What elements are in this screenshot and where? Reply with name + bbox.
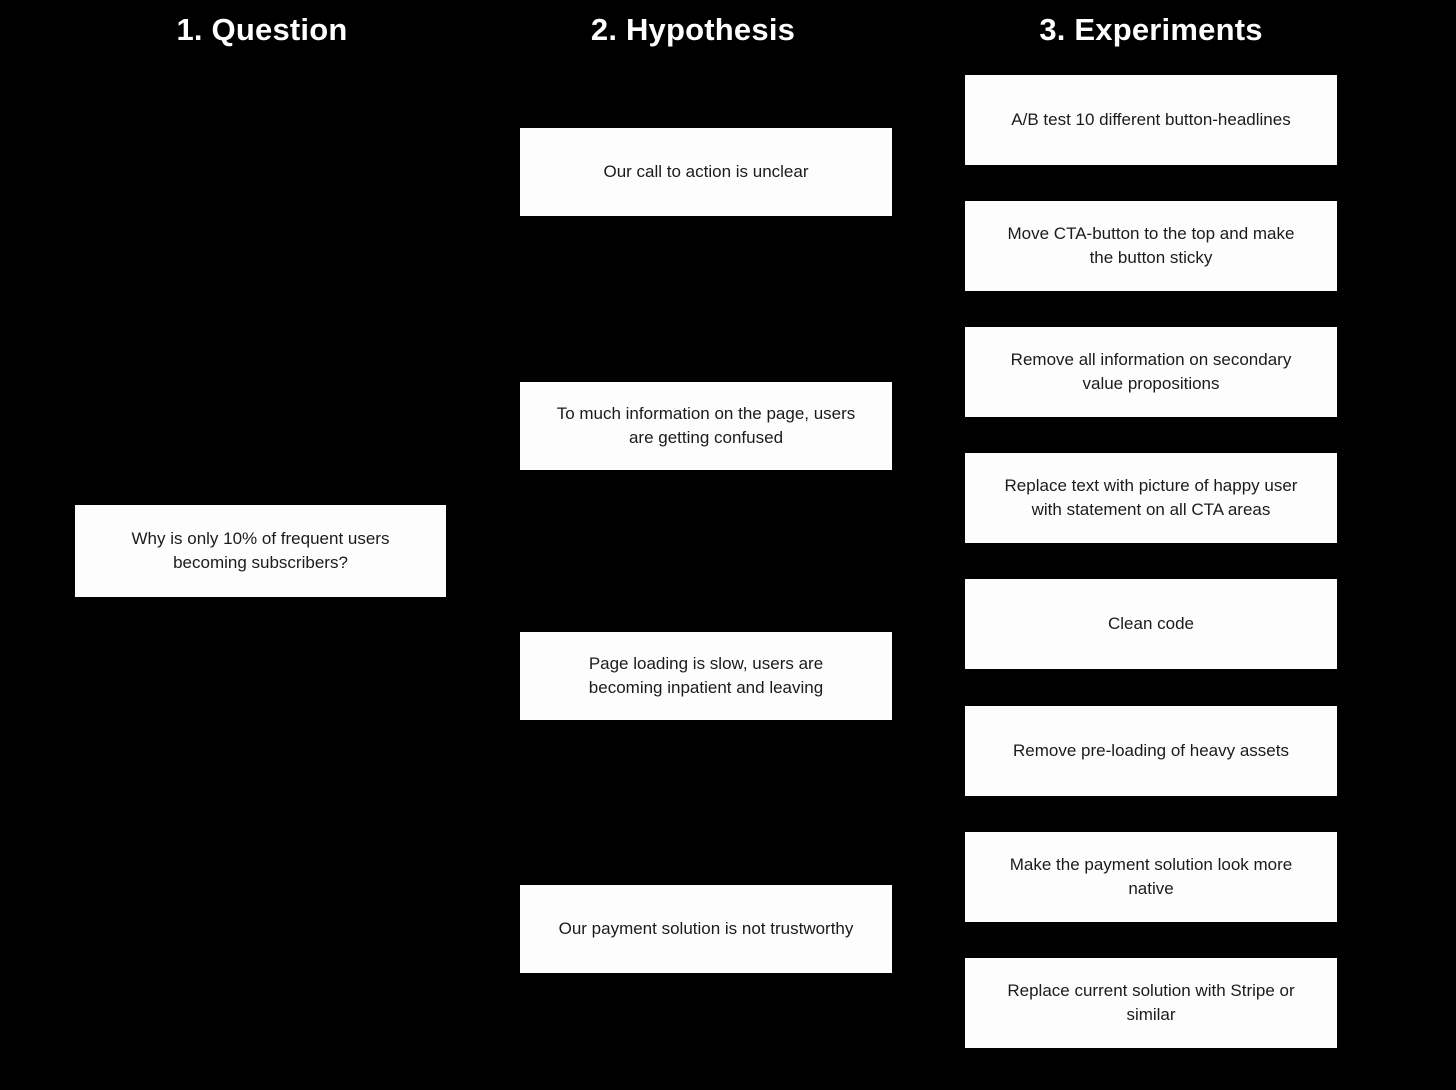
hypothesis-node-4: Our payment solution is not trustworthy — [520, 885, 892, 973]
column-header-hypothesis: 2. Hypothesis — [590, 12, 796, 47]
hypothesis-node-3-text: Page loading is slow, users are becoming… — [588, 654, 824, 697]
experiment-node-3: Remove all information on secondary valu… — [965, 327, 1337, 417]
column-header-question: 1. Question — [176, 12, 348, 47]
question-node: Why is only 10% of frequent users becomi… — [75, 505, 446, 597]
experiment-node-8: Replace current solution with Stripe or … — [965, 958, 1337, 1048]
experiment-node-6: Remove pre-loading of heavy assets — [965, 706, 1337, 796]
experiment-node-8-text: Replace current solution with Stripe or … — [1007, 981, 1295, 1024]
experiment-node-7: Make the payment solution look more nati… — [965, 832, 1337, 922]
experiment-node-5: Clean code — [965, 579, 1337, 669]
hypothesis-node-1: Our call to action is unclear — [520, 128, 892, 216]
hypothesis-node-2: To much information on the page, users a… — [520, 382, 892, 470]
experiment-node-3-text: Remove all information on secondary valu… — [1010, 350, 1292, 393]
hypothesis-node-3: Page loading is slow, users are becoming… — [520, 632, 892, 720]
hypothesis-node-4-text: Our payment solution is not trustworthy — [558, 919, 854, 938]
experiment-node-1-text: A/B test 10 different button-headlines — [1011, 110, 1291, 129]
question-node-text: Why is only 10% of frequent users becomi… — [131, 529, 390, 572]
experiment-node-7-text: Make the payment solution look more nati… — [1009, 855, 1293, 898]
hypothesis-node-2-text: To much information on the page, users a… — [556, 404, 856, 447]
experiment-node-5-text: Clean code — [1107, 614, 1194, 633]
experiment-node-4: Replace text with picture of happy user … — [965, 453, 1337, 543]
experiment-node-2-text: Move CTA-button to the top and make the … — [1007, 224, 1295, 267]
experiment-node-2: Move CTA-button to the top and make the … — [965, 201, 1337, 291]
experiment-node-4-text: Replace text with picture of happy user … — [1004, 476, 1298, 519]
column-header-experiments: 3. Experiments — [1039, 12, 1263, 47]
experiment-node-6-text: Remove pre-loading of heavy assets — [1013, 741, 1289, 760]
hypothesis-node-1-text: Our call to action is unclear — [603, 162, 809, 181]
experiment-node-1: A/B test 10 different button-headlines — [965, 75, 1337, 165]
